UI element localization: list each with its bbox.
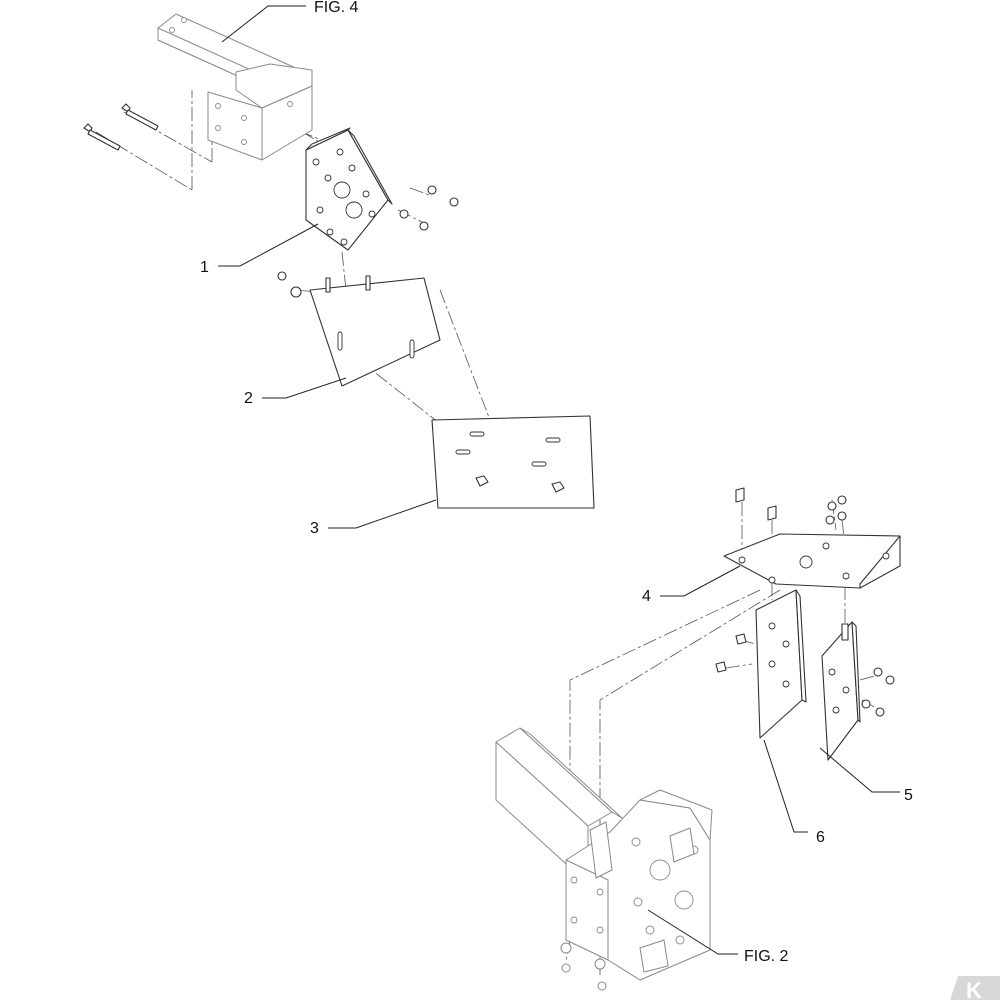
logo-badge — [950, 976, 1000, 1000]
part-2-plate — [309, 275, 441, 387]
part-4-plate — [723, 487, 901, 589]
long-bolts — [83, 103, 159, 151]
callout-fig4: FIG. 4 — [314, 0, 359, 16]
part-3-plate — [431, 415, 595, 509]
leader-lines — [218, 5, 900, 955]
part-1-fasteners — [277, 185, 459, 298]
callout-item-6: 6 — [816, 829, 825, 846]
fig4-frame-part — [157, 13, 313, 161]
callout-fig2: FIG. 2 — [744, 948, 789, 965]
part-1-bracket — [305, 127, 393, 251]
callout-item-1: 1 — [200, 259, 209, 276]
part-5-plate — [821, 621, 895, 761]
part-6-plate — [715, 589, 807, 739]
callout-item-2: 2 — [244, 390, 253, 407]
callout-item-4: 4 — [642, 588, 651, 605]
callout-item-3: 3 — [310, 520, 319, 537]
fig2-frame-part — [495, 727, 713, 991]
assembly-guide-lines — [95, 90, 883, 975]
callout-item-5: 5 — [904, 787, 913, 804]
brand-logo: K — [950, 976, 1000, 1000]
logo-letter: K — [966, 978, 982, 1000]
